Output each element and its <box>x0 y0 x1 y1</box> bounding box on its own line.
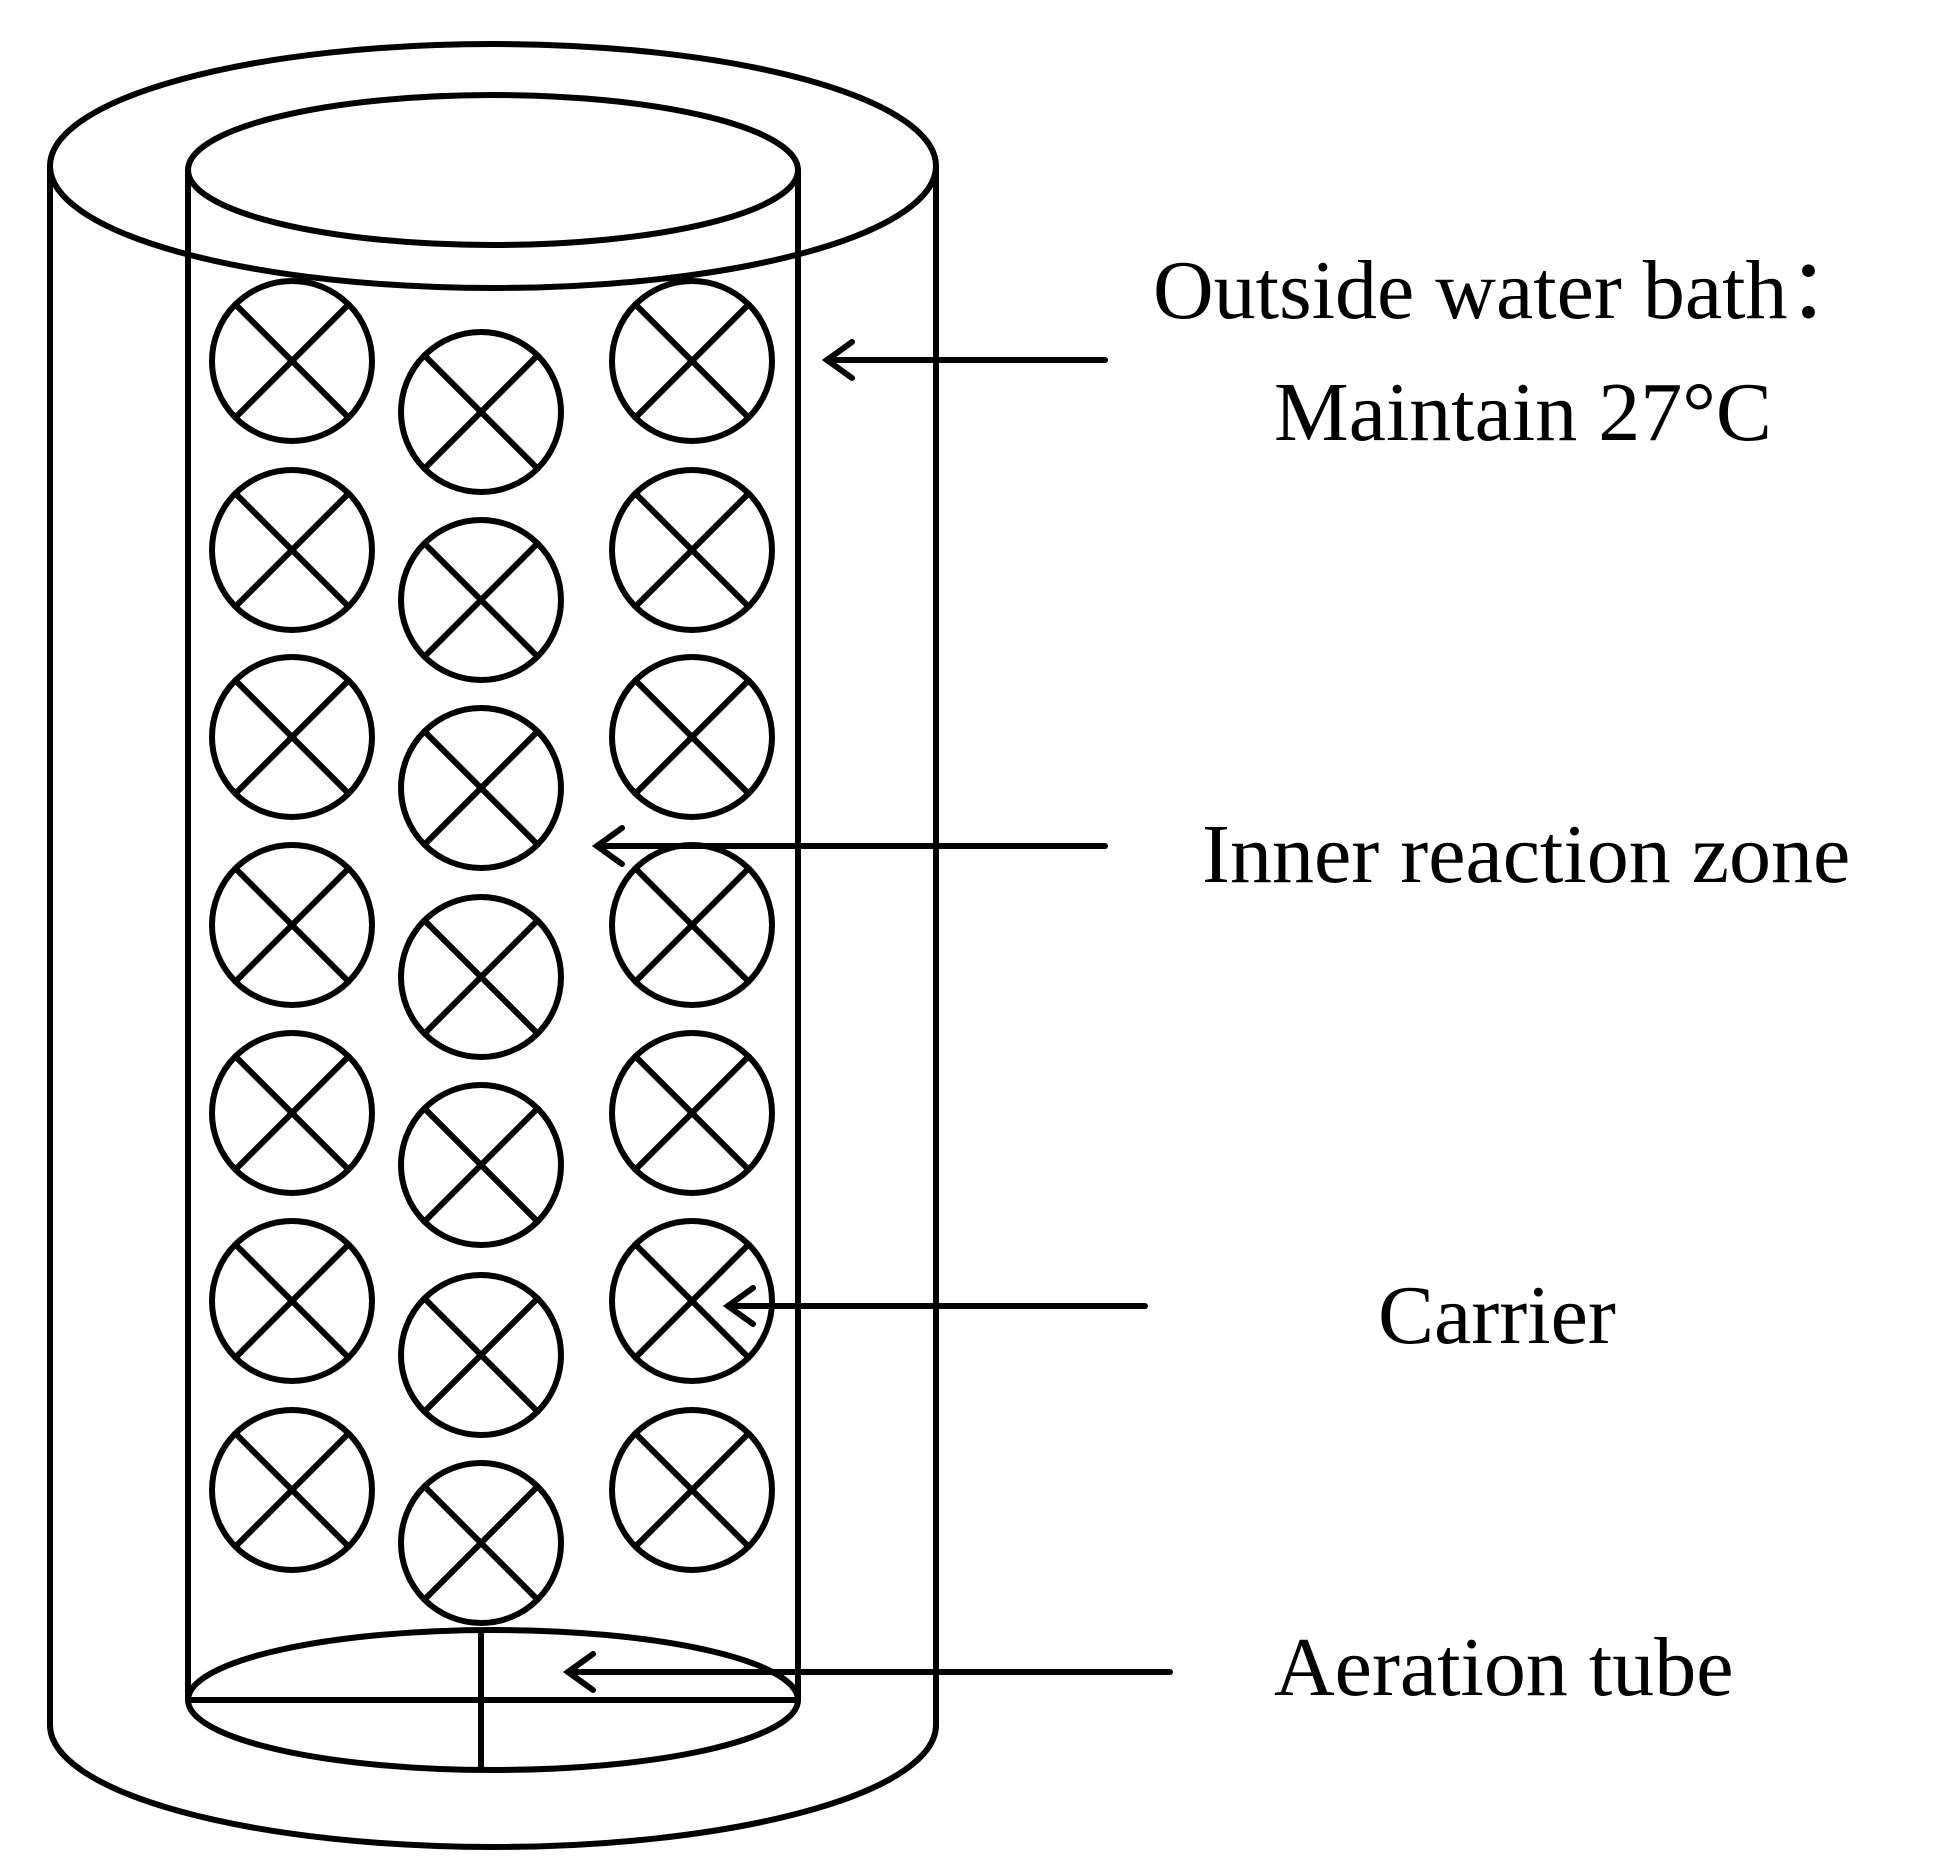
carrier-icon <box>398 705 564 871</box>
aeration-tube-label: Aeration tube <box>1274 1621 1734 1714</box>
carrier-icon <box>209 1407 375 1573</box>
arrow-inner-reaction-zone <box>591 825 1108 867</box>
carrier-icon <box>398 329 564 495</box>
carrier-icon <box>609 1218 775 1384</box>
carrier-icon <box>398 1460 564 1626</box>
inner-reaction-zone-label: Inner reaction zone <box>1202 808 1850 901</box>
carrier-icon <box>209 278 375 444</box>
carrier-label: Carrier <box>1378 1269 1616 1362</box>
inner-cylinder-top <box>185 92 801 248</box>
carrier-icon <box>209 1030 375 1196</box>
carrier-icon <box>209 842 375 1008</box>
maintain-temperature-label: Maintain 27°C <box>1274 366 1772 459</box>
carrier-icon <box>398 894 564 1060</box>
outer-cylinder <box>47 41 939 1850</box>
carrier-icon <box>209 467 375 633</box>
carrier-icon <box>609 1030 775 1196</box>
carrier-icon <box>609 278 775 444</box>
carrier-icon <box>209 1218 375 1384</box>
carrier-icon <box>209 654 375 820</box>
carrier-icon <box>398 1272 564 1438</box>
carrier-icon <box>609 1407 775 1573</box>
outer-cylinder-bottom <box>47 1722 939 1850</box>
carrier-icon <box>398 517 564 683</box>
arrow-aeration-tube <box>562 1651 1173 1693</box>
carrier-icon <box>609 467 775 633</box>
carrier-icon <box>398 1082 564 1248</box>
arrow-carrier <box>722 1285 1148 1327</box>
carrier-group <box>209 278 775 1626</box>
outside-water-bath-label: Outside water bath： <box>1153 244 1871 337</box>
outer-cylinder-top <box>47 41 939 291</box>
carrier-icon <box>609 654 775 820</box>
aeration-tube <box>185 1631 801 1771</box>
carrier-icon <box>609 842 775 1008</box>
arrow-outside-water-bath <box>821 339 1108 381</box>
